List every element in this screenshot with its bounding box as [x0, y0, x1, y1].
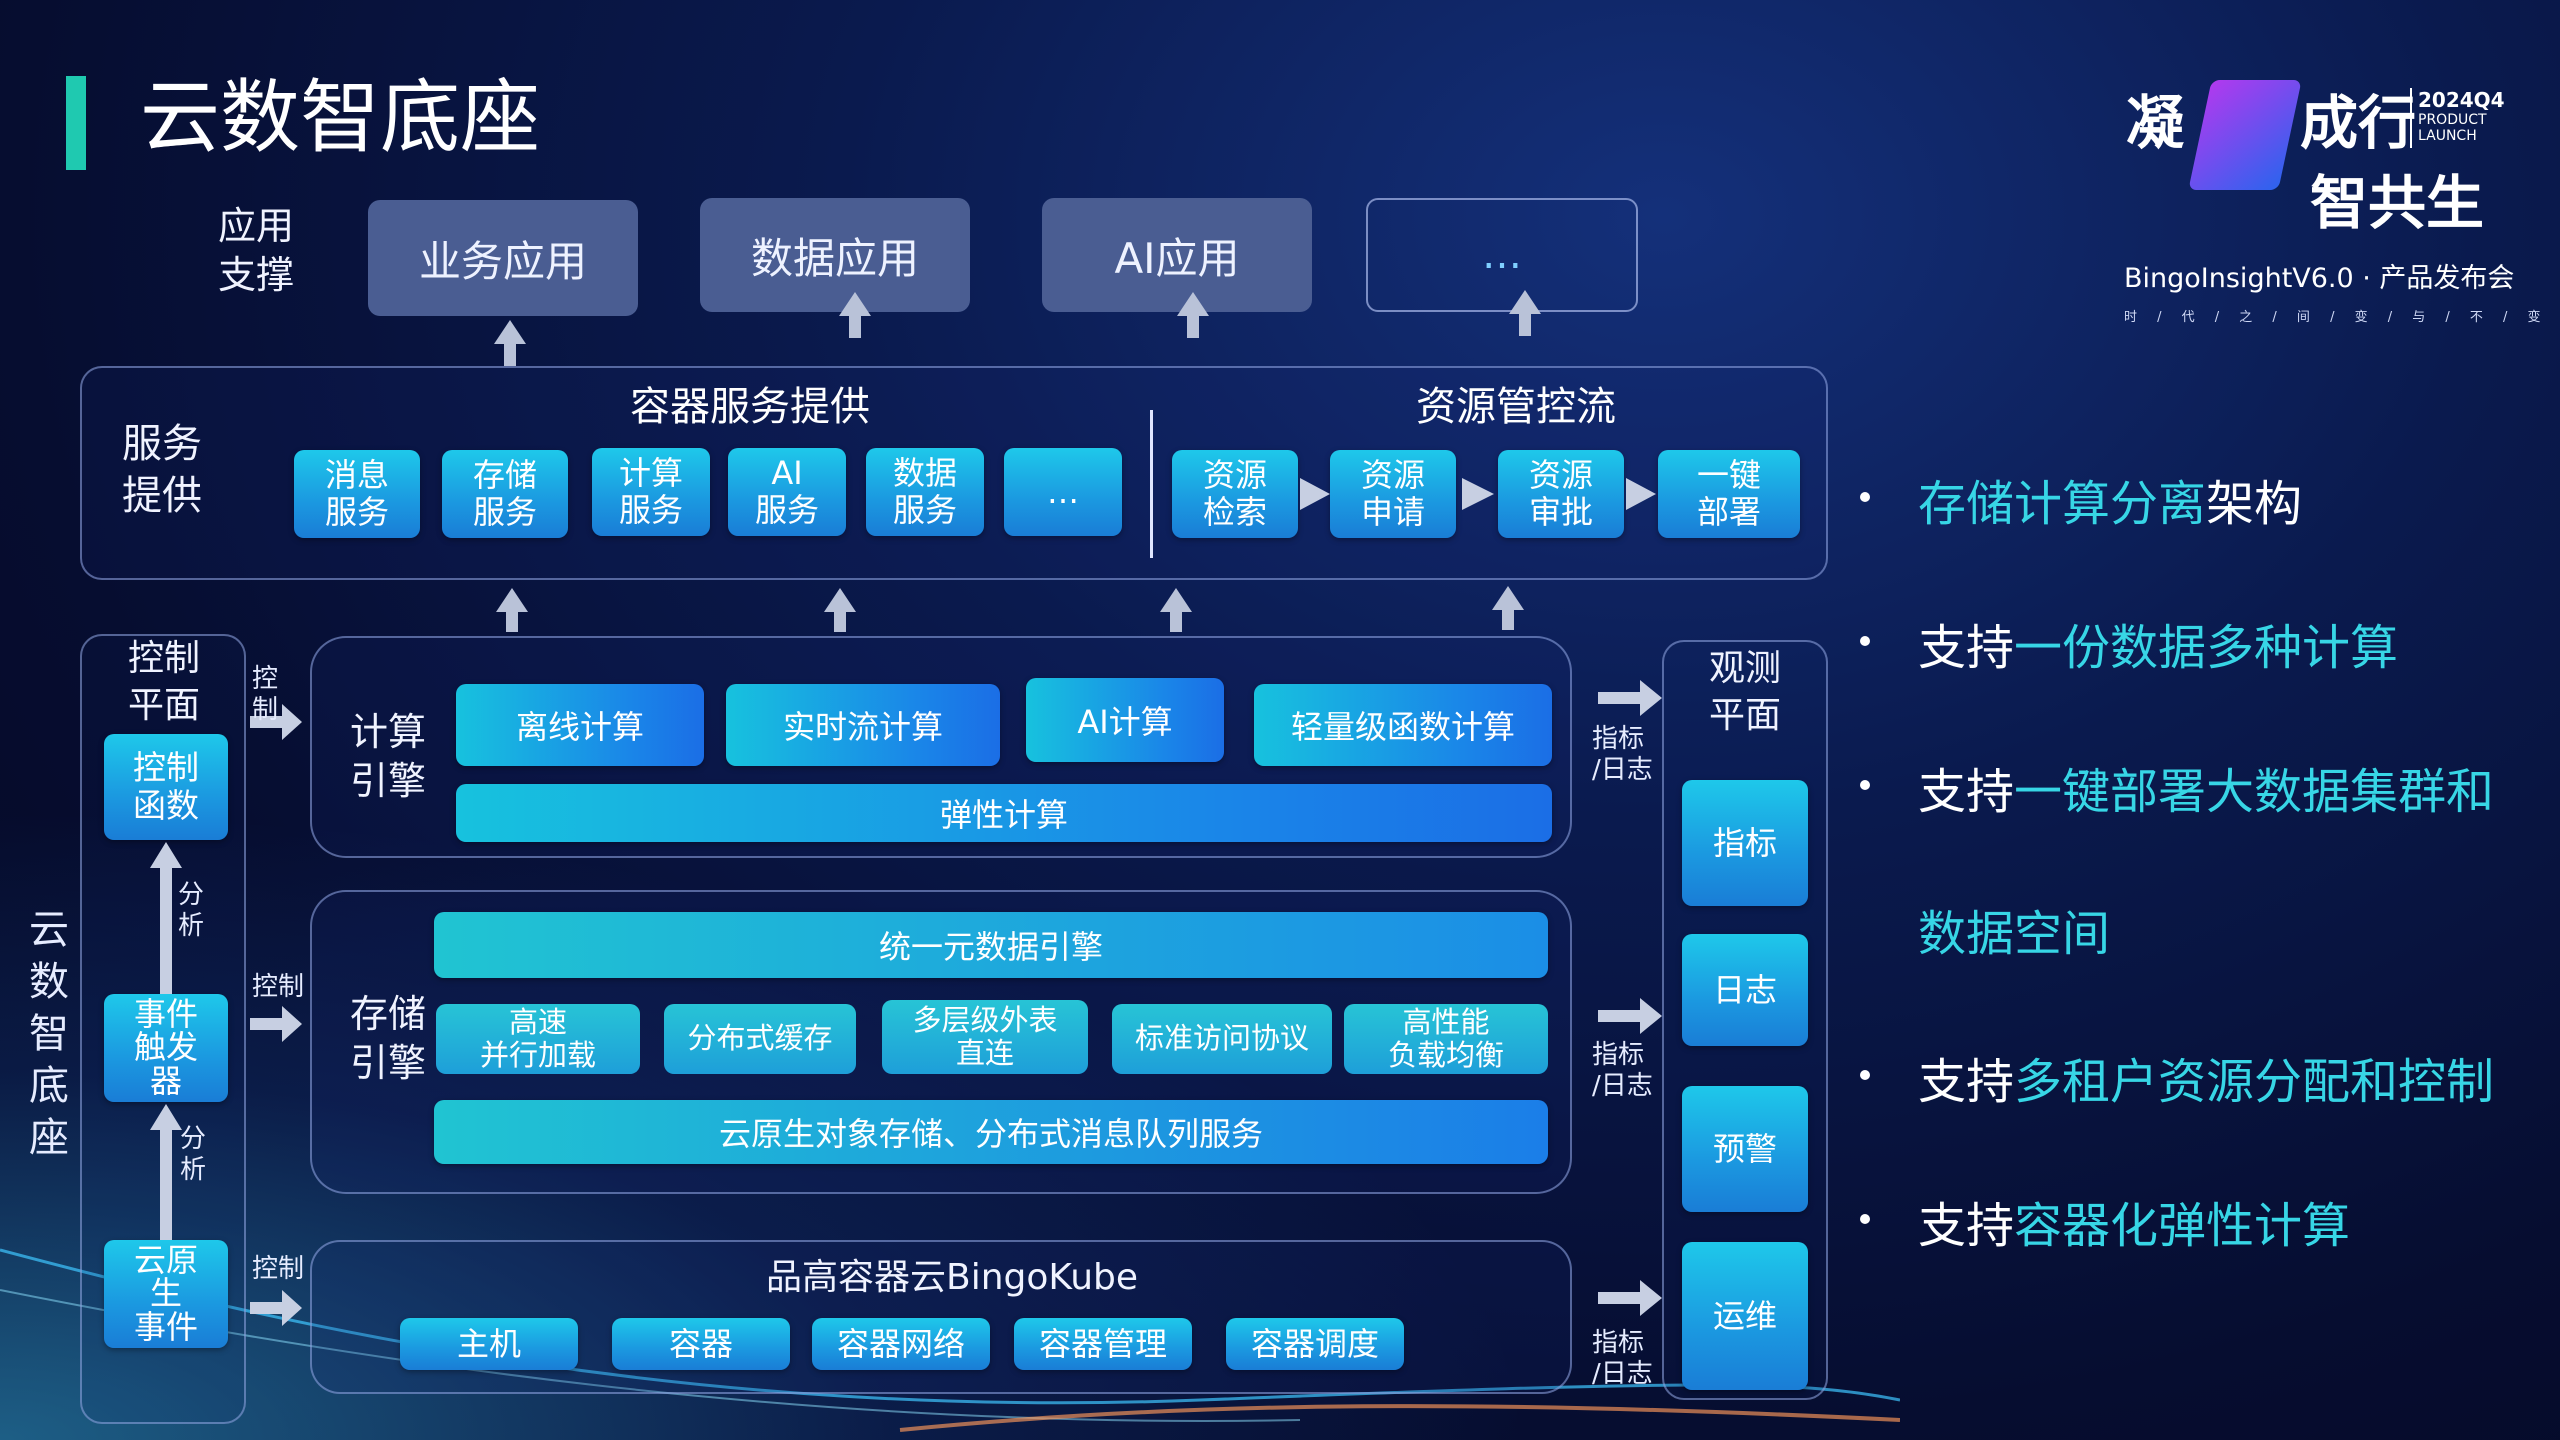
res-approve: 资源审批 — [1498, 450, 1624, 538]
res-deploy: 一键部署 — [1658, 450, 1800, 538]
bullet-2: 支持一份数据多种计算 — [1918, 620, 2399, 676]
app-business: 业务应用 — [368, 200, 638, 316]
kube-management: 容器管理 — [1014, 1318, 1192, 1370]
control-label-2: 控制 — [252, 972, 305, 1002]
brand-logo: 凝 成行 2024Q4 PRODUCT LAUNCH 智共生 — [2120, 70, 2520, 240]
resource-flow-title: 资源管控流 — [1416, 384, 1616, 430]
observe-metrics: 指标 — [1682, 780, 1808, 906]
compute-offline: 离线计算 — [456, 684, 704, 766]
metric-log-label-2: 指标 /日志 — [1592, 1040, 1653, 1102]
svc-compute: 计算服务 — [592, 448, 710, 536]
svc-more: … — [1004, 448, 1122, 536]
bullet-1: 存储计算分离架构 — [1918, 476, 2303, 532]
app-ai: AI应用 — [1042, 198, 1312, 312]
compute-elastic-bar: 弹性计算 — [456, 784, 1552, 842]
event-trigger: 事件触发器 — [104, 994, 228, 1102]
kube-layer-title: 品高容器云BingoKube — [766, 1257, 1139, 1298]
bullet-dot-5 — [1860, 1214, 1870, 1224]
storage-protocol: 标准访问协议 — [1112, 1004, 1332, 1074]
brand-line2: 智共生 — [2310, 169, 2485, 237]
kube-scheduling: 容器调度 — [1226, 1318, 1404, 1370]
brand-launch-line1: PRODUCT — [2418, 112, 2487, 128]
kube-host: 主机 — [400, 1318, 578, 1370]
control-plane-label: 控制 平面 — [127, 638, 200, 726]
brand-launch-code: 2024Q4 — [2418, 88, 2505, 112]
analyze-label-1: 分 析 — [178, 880, 205, 942]
service-divider — [1150, 410, 1153, 558]
side-label: 云 数 智 底 座 — [29, 907, 69, 1161]
page-title: 云数智底座 — [140, 71, 540, 164]
brand-launch-line2: LAUNCH — [2418, 128, 2477, 144]
svc-message: 消息服务 — [294, 450, 420, 538]
bullet-5: 支持容器化弹性计算 — [1918, 1198, 2351, 1254]
storage-metadata-bar: 统一元数据引擎 — [434, 912, 1548, 978]
svc-storage: 存储服务 — [442, 450, 568, 538]
metric-log-label-3: 指标 /日志 — [1592, 1328, 1653, 1390]
observe-plane-label: 观测 平面 — [1708, 648, 1781, 736]
cloud-native-event: 云原生事件 — [104, 1240, 228, 1348]
container-service-title: 容器服务提供 — [630, 384, 870, 430]
bullet-dot-3 — [1860, 780, 1870, 790]
bullet-3: 支持一键部署大数据集群和 — [1918, 764, 2495, 820]
bullet-dot-4 — [1860, 1070, 1870, 1080]
control-function: 控制函数 — [104, 734, 228, 840]
compute-engine-label: 计算 引擎 — [350, 710, 427, 804]
storage-load-balance: 高性能负载均衡 — [1344, 1004, 1548, 1074]
bullet-dot-1 — [1860, 492, 1870, 502]
service-layer-label: 服务 提供 — [122, 421, 202, 519]
storage-external-table: 多层级外表直连 — [882, 1000, 1088, 1074]
kube-network: 容器网络 — [812, 1318, 990, 1370]
brand-subtitle: BingoInsightV6.0 · 产品发布会 — [2124, 263, 2515, 294]
observe-logs: 日志 — [1682, 934, 1808, 1046]
observe-ops: 运维 — [1682, 1242, 1808, 1390]
app-data: 数据应用 — [700, 198, 970, 312]
analyze-label-2: 分 析 — [180, 1124, 207, 1186]
compute-realtime: 实时流计算 — [726, 684, 1000, 766]
observe-alerts: 预警 — [1682, 1086, 1808, 1212]
control-label-3: 控制 — [252, 1254, 305, 1284]
storage-engine-label: 存储 引擎 — [350, 992, 427, 1086]
control-label-1: 控 制 — [252, 664, 279, 726]
storage-cache: 分布式缓存 — [664, 1004, 856, 1074]
kube-container: 容器 — [612, 1318, 790, 1370]
res-apply: 资源申请 — [1330, 450, 1456, 538]
bullet-dot-2 — [1860, 636, 1870, 646]
bullet-3-continued: 数据空间 — [1918, 906, 2111, 962]
bullet-4: 支持多租户资源分配和控制 — [1918, 1054, 2495, 1110]
compute-function: 轻量级函数计算 — [1254, 684, 1552, 766]
res-search: 资源检索 — [1172, 450, 1298, 538]
title-accent-bar — [66, 76, 86, 170]
metric-log-label-1: 指标 /日志 — [1592, 724, 1653, 786]
brand-char-1: 凝 — [2126, 89, 2185, 157]
brand-tagline: 时 / 代 / 之 / 间 / 变 / 与 / 不 / 变 — [2124, 310, 2549, 325]
svc-data: 数据服务 — [866, 448, 984, 536]
compute-ai: AI计算 — [1026, 678, 1224, 762]
brand-divider — [2410, 88, 2412, 148]
brand-line1: 成行 — [2300, 89, 2417, 157]
storage-parallel-load: 高速并行加载 — [436, 1004, 640, 1074]
app-more: … — [1366, 198, 1638, 312]
storage-object-bar: 云原生对象存储、分布式消息队列服务 — [434, 1100, 1548, 1164]
app-layer-label: 应用 支撑 — [218, 204, 295, 298]
